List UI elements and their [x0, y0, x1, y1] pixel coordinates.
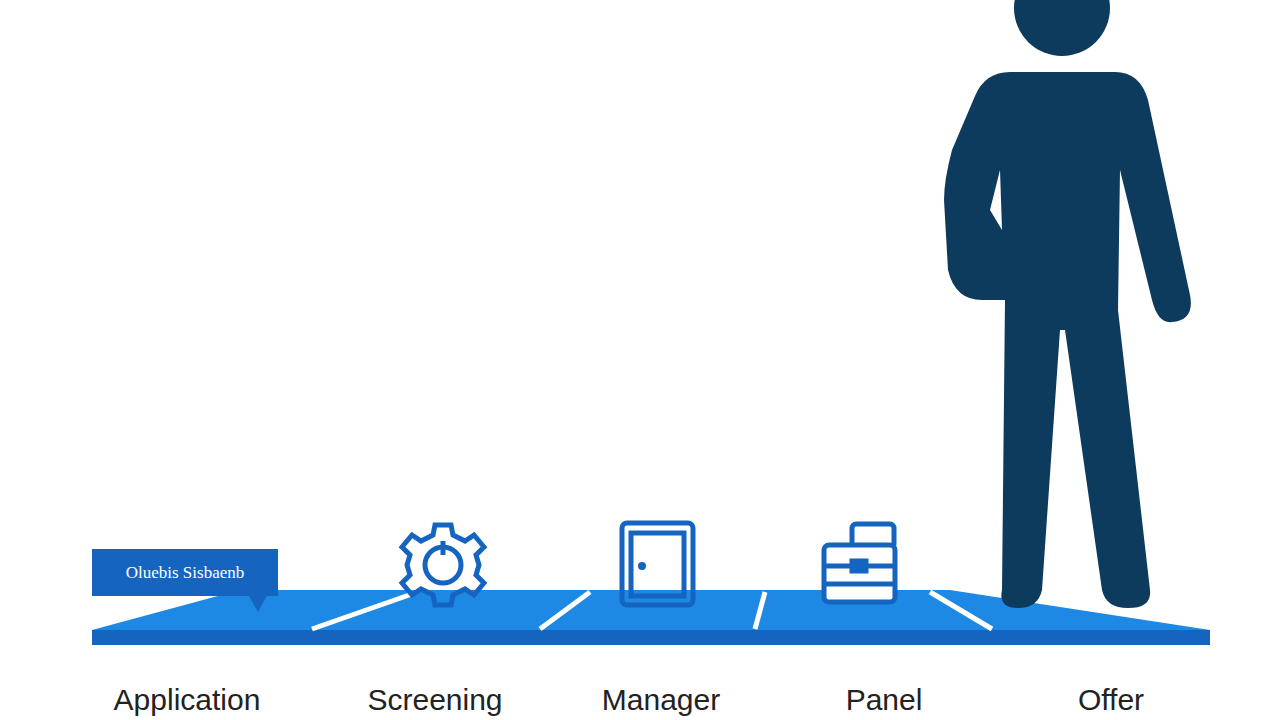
stage-label: Manager [602, 683, 720, 717]
stage-label: Application [114, 683, 261, 717]
callout-text: Oluebis Sisbaenb [116, 563, 255, 583]
callout-pointer [248, 594, 268, 612]
stage-label: Offer [1078, 683, 1144, 717]
arm-gap [990, 170, 1002, 230]
door-icon [622, 523, 693, 605]
stage-label: Panel [846, 683, 923, 717]
floor-edge [92, 630, 1210, 645]
callout-box: Oluebis Sisbaenb [92, 549, 278, 596]
stage-label: Screening [367, 683, 502, 717]
gear-icon [402, 525, 484, 605]
briefcase-icon [824, 524, 895, 602]
person-figure [944, 0, 1191, 608]
